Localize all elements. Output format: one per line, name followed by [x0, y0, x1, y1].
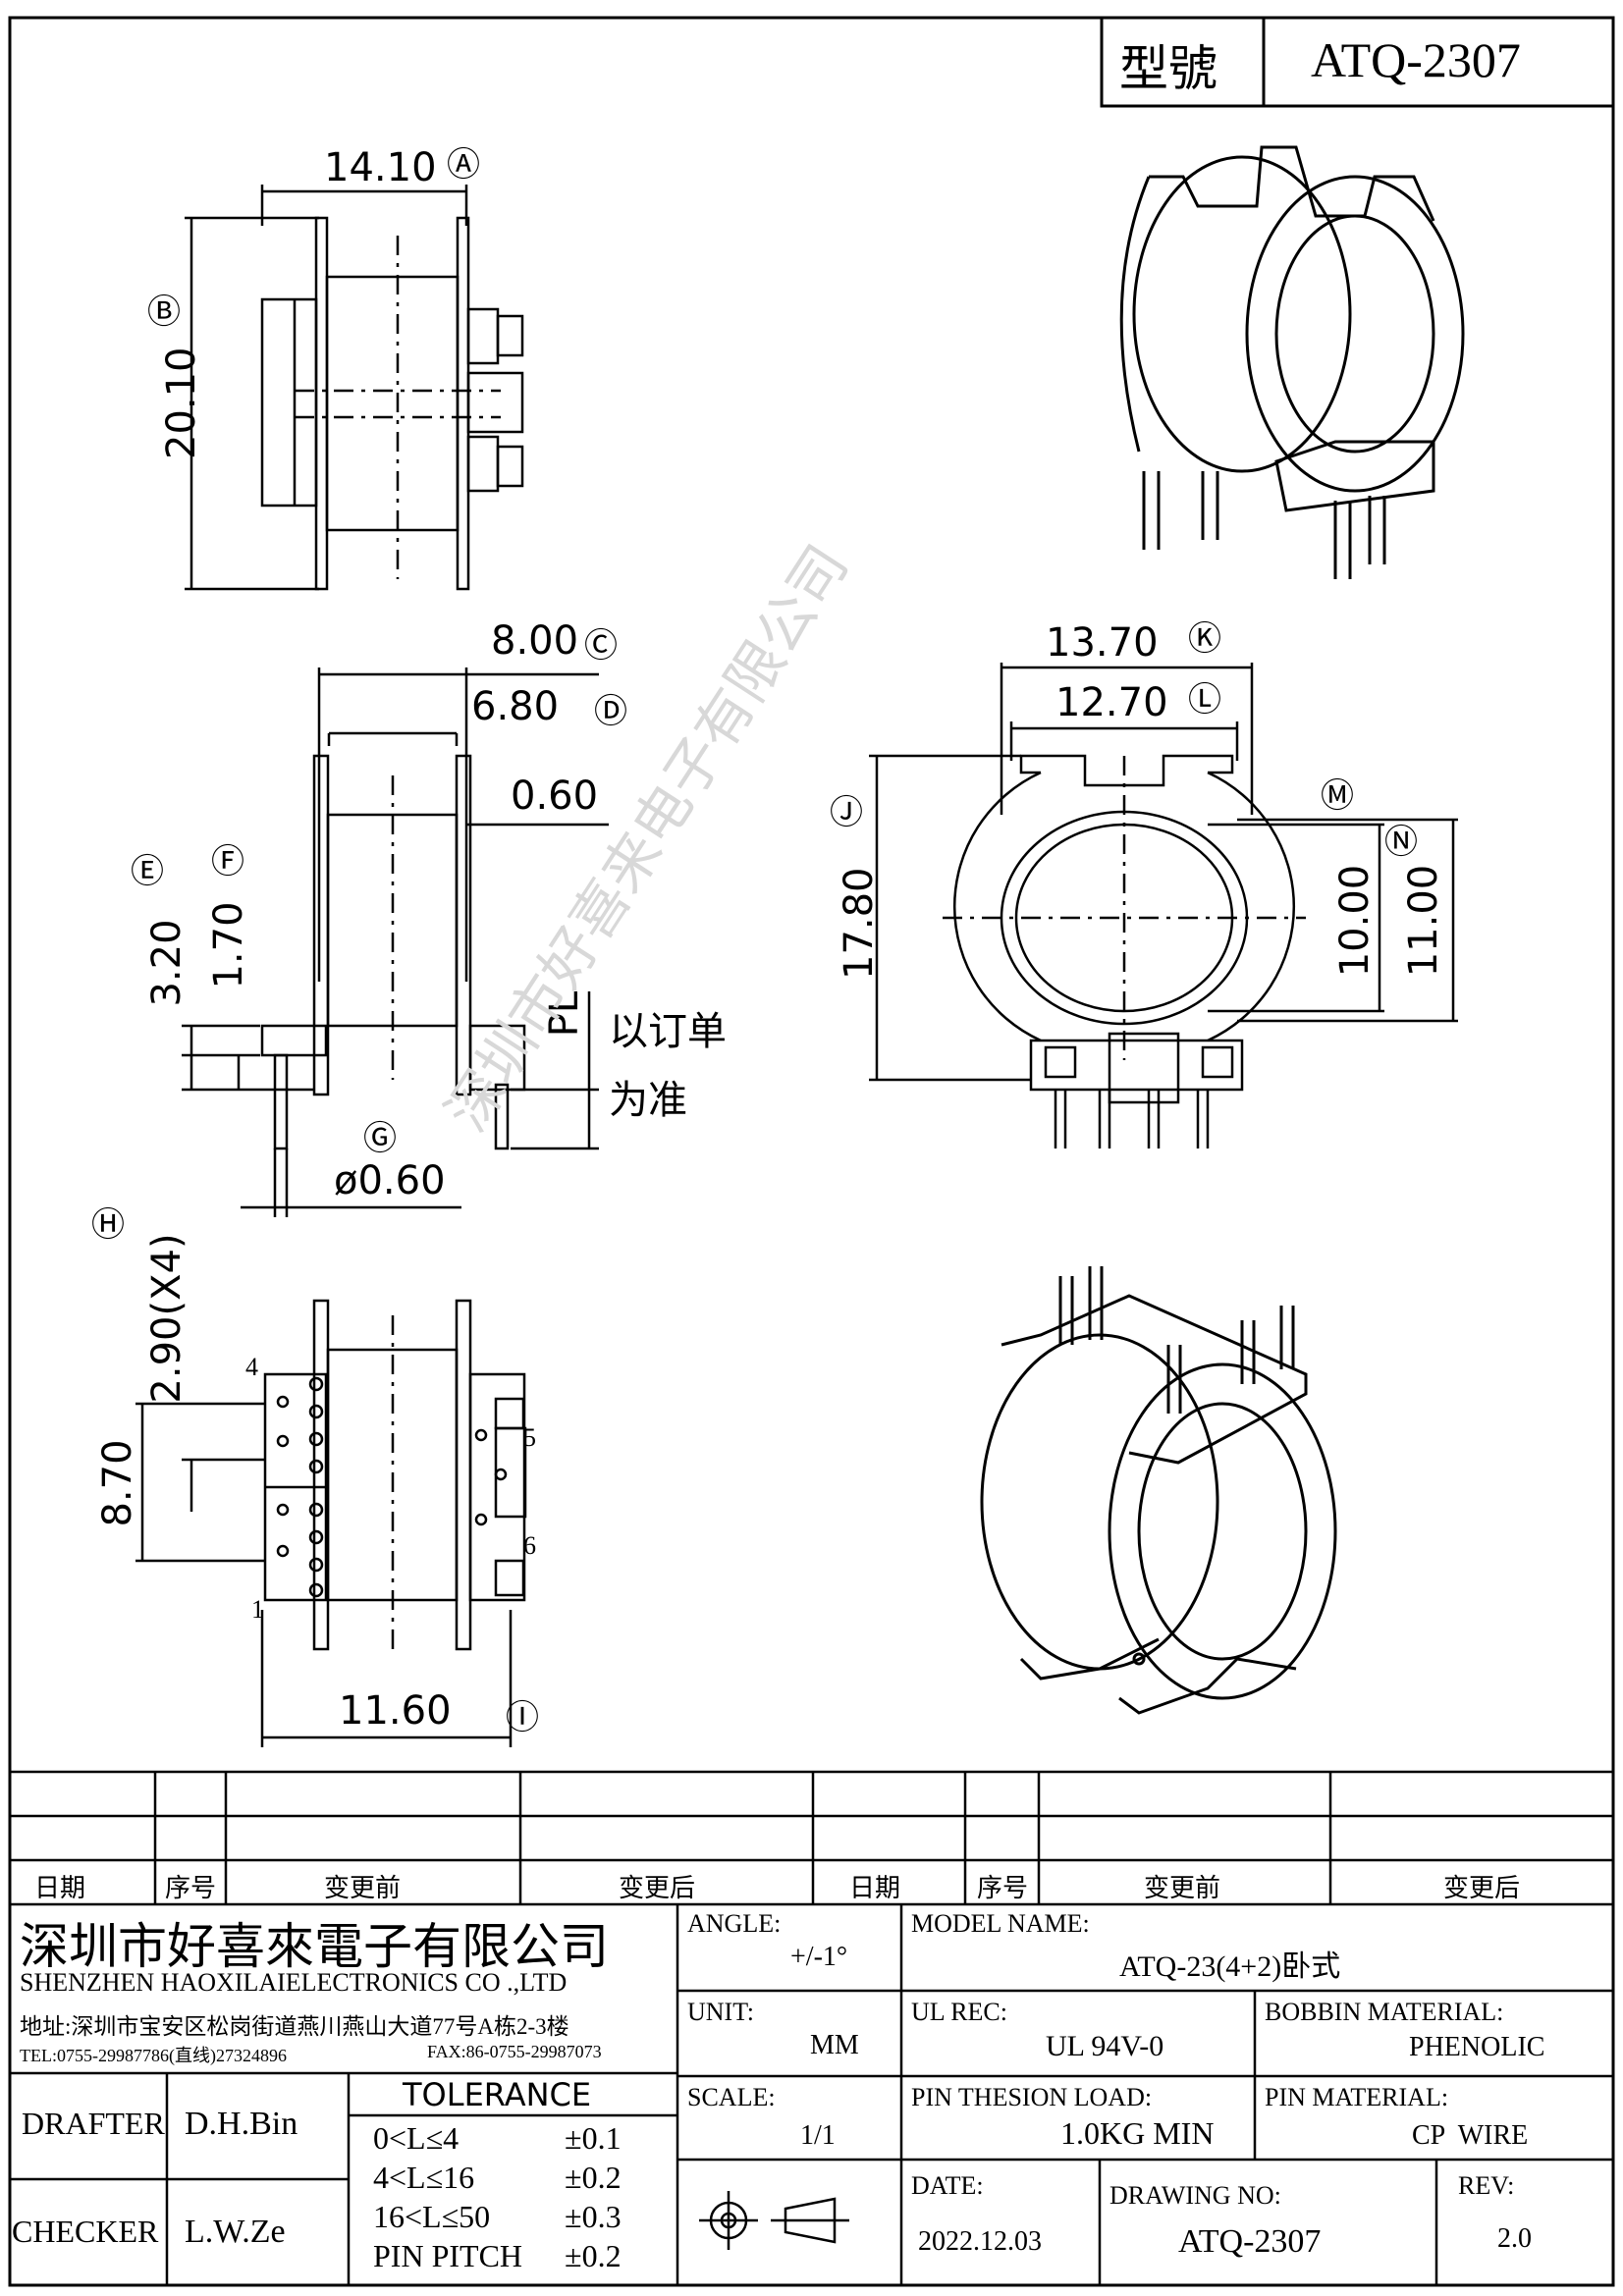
dim-l-circle: Ⓛ [1188, 680, 1221, 720]
pin-load-label: PIN THESION LOAD: [911, 2083, 1153, 2111]
pl-note-1: 以订单 [609, 1009, 727, 1054]
checker-value: L.W.Ze [185, 2214, 286, 2250]
drafter-label: DRAFTER [22, 2106, 165, 2141]
pin-label-4: 4 [245, 1353, 258, 1381]
dim-c: 8.00 [491, 618, 579, 664]
tol-range-2: 4<L≤16 [373, 2160, 475, 2195]
side-view [182, 667, 609, 1217]
dim-060: 0.60 [511, 774, 599, 819]
dim-b: 20.10 [159, 347, 204, 459]
dim-d: 6.80 [471, 684, 560, 729]
dim-j-circle: Ⓙ [830, 793, 863, 832]
scale-value: 1/1 [800, 2120, 836, 2151]
tol-range-3: 16<L≤50 [373, 2199, 491, 2234]
tol-value-1: ±0.1 [565, 2120, 622, 2156]
checker-label: CHECKER [12, 2214, 159, 2249]
dim-i-circle: Ⓘ [506, 1698, 539, 1737]
angle-value: +/-1° [790, 1942, 848, 1972]
pin-material-label: PIN MATERIAL: [1265, 2083, 1449, 2111]
front-view [869, 663, 1458, 1148]
dim-n-circle: Ⓝ [1384, 823, 1418, 862]
dim-m-circle: Ⓜ [1321, 776, 1354, 816]
dim-i: 11.60 [339, 1688, 452, 1734]
bobbin-label: BOBBIN MATERIAL: [1265, 1998, 1504, 2026]
dim-f: 1.70 [206, 901, 251, 989]
dim-l: 12.70 [1055, 680, 1168, 725]
unit-value: MM [810, 2030, 859, 2060]
top-view [185, 185, 524, 591]
pin-view [135, 1299, 527, 1747]
angle-label: ANGLE: [687, 1909, 782, 1938]
rev-header-date-2: 日期 [849, 1874, 901, 1903]
dim-g-circle: Ⓖ [363, 1119, 397, 1158]
model-name-label: MODEL NAME: [911, 1909, 1090, 1938]
pin-load-value: 1.0KG MIN [1060, 2115, 1215, 2151]
dim-k: 13.70 [1046, 620, 1159, 666]
ul-label: UL REC: [911, 1998, 1007, 2026]
tol-range-1: 0<L≤4 [373, 2120, 460, 2156]
tol-value-3: ±0.3 [565, 2199, 622, 2234]
dim-e-circle: Ⓔ [131, 852, 164, 891]
date-label: DATE: [911, 2171, 984, 2200]
dim-k-circle: Ⓚ [1188, 619, 1221, 659]
dim-a-circle: Ⓐ [447, 145, 480, 185]
drafter-value: D.H.Bin [185, 2106, 298, 2142]
pin-label-5: 5 [523, 1423, 536, 1452]
company-name-en: SHENZHEN HAOXILAIELECTRONICS CO .,LTD [20, 1968, 568, 1997]
rev-header-after-1: 变更后 [619, 1874, 696, 1903]
company-name-cn: 深圳市好喜來電子有限公司 [20, 1919, 609, 1974]
dim-h: 2.90(X4) [144, 1233, 189, 1404]
model-name-value: ATQ-23(4+2)卧式 [1119, 1950, 1341, 1983]
dim-f-circle: Ⓕ [211, 842, 244, 881]
dim-j: 17.80 [837, 867, 882, 980]
rev-header-before-1: 变更前 [324, 1874, 402, 1903]
dim-c-circle: Ⓒ [584, 626, 618, 666]
rev-header-date-1: 日期 [34, 1874, 86, 1903]
tol-value-2: ±0.2 [565, 2160, 622, 2195]
dim-m: 10.00 [1332, 864, 1378, 978]
tolerance-title: TOLERANCE [403, 2076, 592, 2113]
tol-range-4: PIN PITCH [373, 2238, 523, 2273]
pin-label-1: 1 [251, 1595, 264, 1624]
scale-label: SCALE: [687, 2083, 776, 2111]
ul-value: UL 94V-0 [1046, 2030, 1164, 2062]
bobbin-value: PHENOLIC [1409, 2032, 1545, 2062]
dim-e: 3.20 [144, 919, 189, 1007]
title-box [1100, 16, 1615, 108]
title-block-grid [10, 1770, 1613, 2285]
rev-header-no-1: 序号 [165, 1874, 217, 1903]
model-value: ATQ-2307 [1311, 32, 1521, 87]
rev-header-no-2: 序号 [977, 1874, 1029, 1903]
rev-header-before-2: 变更前 [1144, 1874, 1221, 1903]
pin-label-6: 6 [523, 1531, 536, 1560]
model-label: 型號 [1119, 40, 1217, 97]
dim-g: ø0.60 [334, 1158, 446, 1203]
dim-a: 14.10 [324, 145, 437, 190]
drawing-no-label: DRAWING NO: [1109, 2181, 1281, 2210]
date-value: 2022.12.03 [918, 2226, 1042, 2257]
sheet-border [8, 16, 1615, 2287]
company-tel: TEL:0755-29987786(直线)27324896 [20, 2046, 287, 2065]
unit-label: UNIT: [687, 1998, 755, 2026]
isometric-view-bottom [980, 1266, 1337, 1715]
tol-value-4: ±0.2 [565, 2238, 622, 2273]
company-fax: FAX:86-0755-29987073 [427, 2042, 602, 2061]
rev-label: REV: [1458, 2171, 1515, 2200]
dim-pitch: 8.70 [95, 1439, 140, 1527]
drawing-no-value: ATQ-2307 [1178, 2223, 1322, 2260]
dim-n: 11.00 [1401, 864, 1446, 978]
dim-b-circle: Ⓑ [147, 293, 181, 332]
rev-value: 2.0 [1497, 2223, 1532, 2254]
pin-material-value: CP WIRE [1412, 2120, 1529, 2151]
dim-h-circle: Ⓗ [91, 1205, 125, 1245]
dim-d-circle: Ⓓ [594, 692, 627, 731]
company-address: 地址:深圳市宝安区松岗街道燕川燕山大道77号A栋2-3楼 [20, 2014, 569, 2039]
rev-header-after-2: 变更后 [1443, 1874, 1521, 1903]
isometric-view-top [1119, 145, 1465, 579]
pl-note-2: 为准 [609, 1078, 687, 1123]
